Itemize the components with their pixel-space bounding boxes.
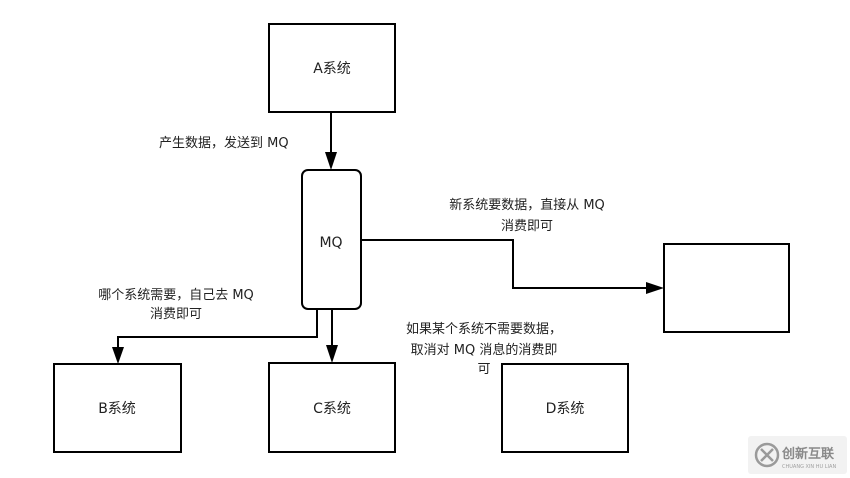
edge-label-unsubscribe-line-3: 可 — [477, 362, 490, 377]
edge-a-to-mq — [325, 112, 337, 170]
edge-mq-to-c — [326, 309, 338, 363]
node-mq-label: MQ — [319, 235, 342, 251]
edge-label-unsubscribe-line-1: 如果某个系统不需要数据， — [406, 321, 562, 337]
edge-label-unsubscribe-line-2: 取消对 MQ 消息的消费即 — [411, 342, 558, 358]
node-c-label: C系统 — [313, 401, 351, 417]
edge-label-new-system-line-1: 新系统要数据，直接从 MQ — [449, 197, 605, 213]
node-a-system: A系统 — [268, 23, 396, 113]
edge-mq-to-b — [112, 309, 318, 364]
node-mq: MQ — [301, 169, 362, 310]
chuangxin-logo-icon — [754, 442, 780, 468]
watermark-text: 创新互联 — [781, 446, 834, 462]
edge-mq-to-new-system — [361, 239, 664, 294]
node-c-system: C系统 — [268, 362, 396, 453]
node-d-label: D系统 — [546, 401, 585, 417]
edge-label-unsubscribe: 如果某个系统不需要数据， 取消对 MQ 消息的消费即 可 — [406, 321, 562, 377]
node-a-label: A系统 — [313, 61, 351, 77]
edge-label-subscribe-line-1: 哪个系统需要，自己去 MQ — [98, 288, 254, 303]
node-d-system: D系统 — [501, 363, 629, 453]
edge-label-subscribe: 哪个系统需要，自己去 MQ 消费即可 — [98, 288, 254, 322]
node-b-label: B系统 — [98, 401, 136, 417]
edge-label-subscribe-line-2: 消费即可 — [150, 307, 202, 322]
edge-label-new-system-line-2: 消费即可 — [501, 219, 553, 234]
node-new-system — [663, 243, 790, 333]
watermark-subtext: CHUANG XIN HU LIAN — [782, 464, 836, 470]
edge-label-produce: 产生数据，发送到 MQ — [159, 135, 289, 151]
edge-label-new-system: 新系统要数据，直接从 MQ 消费即可 — [449, 197, 605, 234]
watermark: 创新互联 CHUANG XIN HU LIAN — [748, 436, 847, 474]
node-b-system: B系统 — [53, 363, 182, 453]
